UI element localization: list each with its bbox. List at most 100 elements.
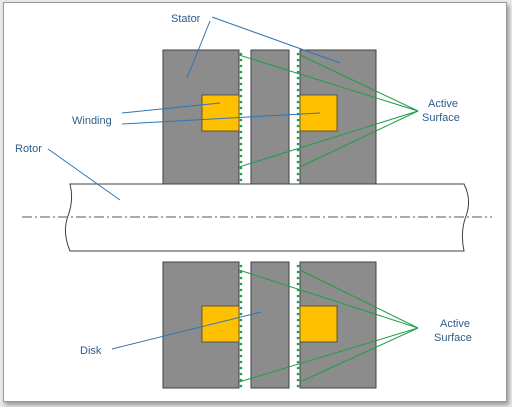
active-leader-top-1 — [238, 54, 419, 112]
active-surface-dot — [239, 88, 243, 92]
winding-leader-1 — [121, 102, 221, 114]
active-surface-dot — [296, 378, 300, 382]
active-surface-dot — [239, 360, 243, 364]
active-surface-dot — [239, 100, 243, 104]
stator-leader-right — [211, 16, 341, 64]
active-surface-dot — [239, 372, 243, 376]
winding-bottom-right — [299, 305, 338, 343]
active-surface-dot — [296, 264, 300, 268]
active-surface-dot — [239, 294, 243, 298]
active-surface-dot — [239, 282, 243, 286]
active-surface-dot — [296, 360, 300, 364]
active-surface-dot — [239, 70, 243, 74]
active-surface-dot — [296, 118, 300, 122]
active-surface-dot — [296, 294, 300, 298]
active-surface-dot — [296, 148, 300, 152]
active-surface-dot — [296, 178, 300, 182]
active-surface-dot — [296, 106, 300, 110]
active-surface-dot — [239, 52, 243, 56]
active-surface-dot — [239, 276, 243, 280]
active-surface-dot — [239, 64, 243, 68]
active-surface-dot — [296, 166, 300, 170]
active-surface-dot — [296, 300, 300, 304]
active-surface-dot — [239, 106, 243, 110]
active-surface-dot — [239, 58, 243, 62]
active-leader-bottom-1 — [238, 269, 419, 329]
active-surface-dot — [239, 124, 243, 128]
stator-leader-left — [186, 20, 211, 79]
active-surface-dot — [239, 172, 243, 176]
active-surface-dot — [296, 154, 300, 158]
active-surface-dot — [296, 64, 300, 68]
active-surface-dot — [296, 100, 300, 104]
active-leader-top-4 — [299, 110, 419, 168]
active-surface-dot — [239, 324, 243, 328]
active-surface-dot — [239, 312, 243, 316]
active-surface-dot — [296, 58, 300, 62]
active-surface-dot — [296, 282, 300, 286]
disk-label: Disk — [80, 345, 102, 357]
active-surface-dot — [296, 124, 300, 128]
active-surface-dot — [239, 354, 243, 358]
active-surface-top-label-1: Active — [428, 98, 458, 110]
active-surface-dot — [296, 354, 300, 358]
active-surface-bottom-label-2: Surface — [434, 332, 472, 344]
active-surface-dot — [296, 306, 300, 310]
active-surface-dot — [296, 172, 300, 176]
active-leader-bottom-3 — [299, 269, 419, 329]
active-surface-dot — [239, 94, 243, 98]
active-surface-dot — [239, 142, 243, 146]
active-surface-dot — [239, 306, 243, 310]
active-surface-dot — [239, 288, 243, 292]
active-surface-dot — [296, 348, 300, 352]
active-surface-dot — [296, 88, 300, 92]
winding-bottom-left — [201, 305, 240, 343]
active-surface-dot — [296, 130, 300, 134]
active-surface-dot — [239, 160, 243, 164]
active-surface-dot — [239, 366, 243, 370]
active-surface-dot — [296, 318, 300, 322]
active-leader-top-2 — [238, 110, 419, 168]
active-surface-dot — [239, 118, 243, 122]
active-surface-dot — [296, 324, 300, 328]
active-surface-dot — [296, 270, 300, 274]
active-surface-dot — [296, 82, 300, 86]
active-surface-dot — [239, 154, 243, 158]
active-surface-dot — [296, 160, 300, 164]
active-surface-dot — [296, 276, 300, 280]
active-surface-dot — [239, 264, 243, 268]
active-surface-dot — [296, 142, 300, 146]
active-surface-dot — [296, 312, 300, 316]
active-leader-bottom-2 — [238, 327, 419, 383]
active-surface-dot — [239, 318, 243, 322]
active-surface-dot — [239, 82, 243, 86]
stator-label: Stator — [171, 13, 201, 25]
active-surface-dot — [296, 136, 300, 140]
active-surface-dot — [296, 52, 300, 56]
active-surface-dot — [239, 178, 243, 182]
active-surface-dot — [239, 112, 243, 116]
winding-label: Winding — [72, 115, 112, 127]
active-surface-dot — [296, 76, 300, 80]
active-surface-dot — [239, 342, 243, 346]
active-surface-dot — [239, 384, 243, 388]
disk-bottom — [250, 261, 290, 389]
rotor-leader — [47, 148, 121, 201]
active-surface-bottom-label-1: Active — [440, 318, 470, 330]
active-leader-bottom-4 — [299, 327, 419, 383]
active-leader-top-3 — [299, 54, 419, 112]
active-surface-dot — [296, 330, 300, 334]
winding-top-left — [201, 94, 240, 132]
active-surface-dot — [239, 130, 243, 134]
active-surface-dot — [239, 336, 243, 340]
active-surface-dot — [239, 136, 243, 140]
rotor-label: Rotor — [15, 143, 42, 155]
winding-top-right — [299, 94, 338, 132]
active-surface-dot — [239, 300, 243, 304]
active-surface-dot — [296, 336, 300, 340]
rotor-shaft — [64, 183, 470, 252]
active-surface-dot — [296, 342, 300, 346]
active-surface-dot — [296, 384, 300, 388]
active-surface-dot — [296, 94, 300, 98]
